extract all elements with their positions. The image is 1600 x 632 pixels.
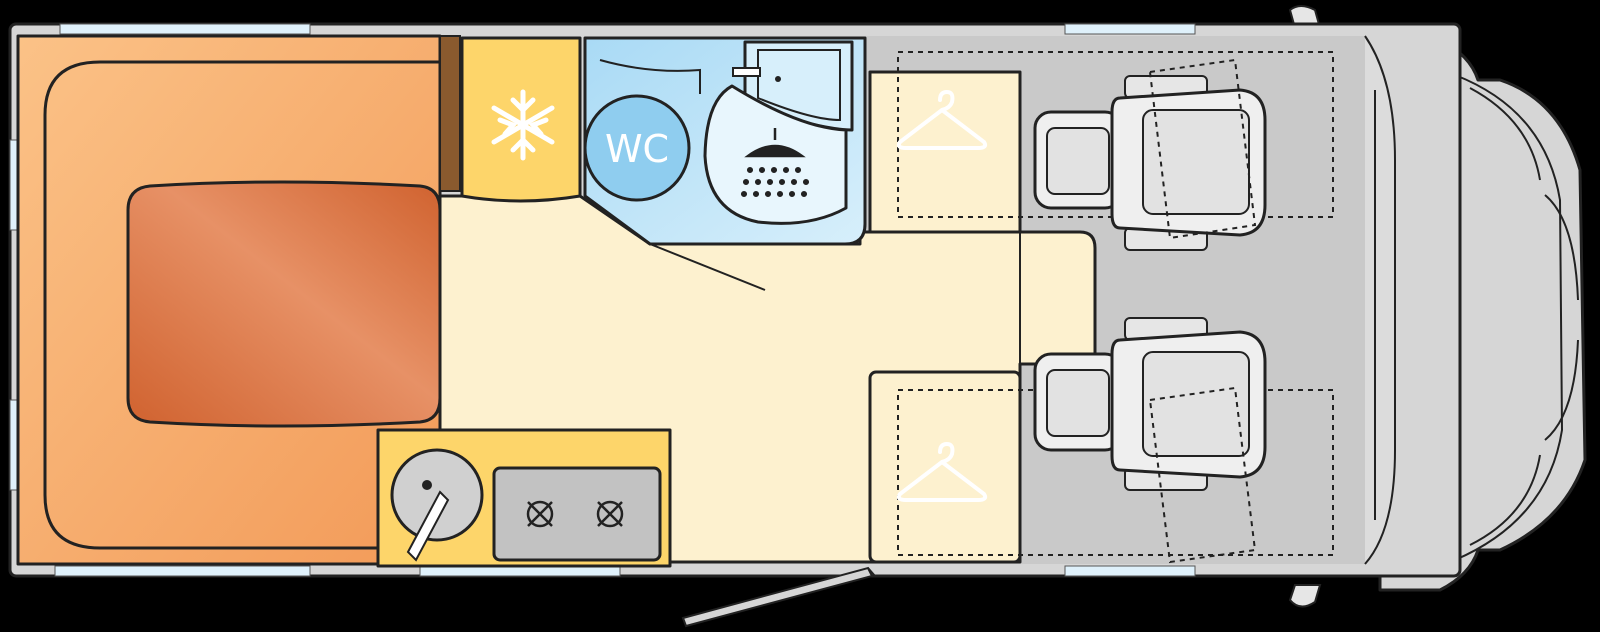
wc-label: WC [605,127,669,171]
snowflake-icon [491,89,555,161]
hanger-icon [896,89,988,150]
toilet [583,94,691,202]
window-rear-left [59,23,311,35]
mattress [126,180,442,428]
window-mid-left [1064,23,1196,35]
passenger-seat [1033,317,1267,564]
window-rear-right [54,565,311,577]
wardrobe-upper [868,51,1334,234]
bathroom: WC [583,36,867,291]
hanger-icon [896,441,988,502]
sink-icon [390,448,484,542]
fridge [460,36,582,203]
mirror-bottom-icon [1288,584,1322,608]
bed-end-panel [439,35,461,192]
bathroom-door [649,243,766,291]
sink-tap-icon [406,490,450,562]
tap-icon [732,67,761,77]
entry-door [681,566,876,628]
driver-seat [1033,58,1267,251]
hob [492,466,662,562]
gas-burner-icon [526,500,554,528]
gas-burner-icon [596,500,624,528]
window-mid-right [1064,565,1196,577]
kitchen [376,428,672,568]
shower-icon [740,128,810,198]
